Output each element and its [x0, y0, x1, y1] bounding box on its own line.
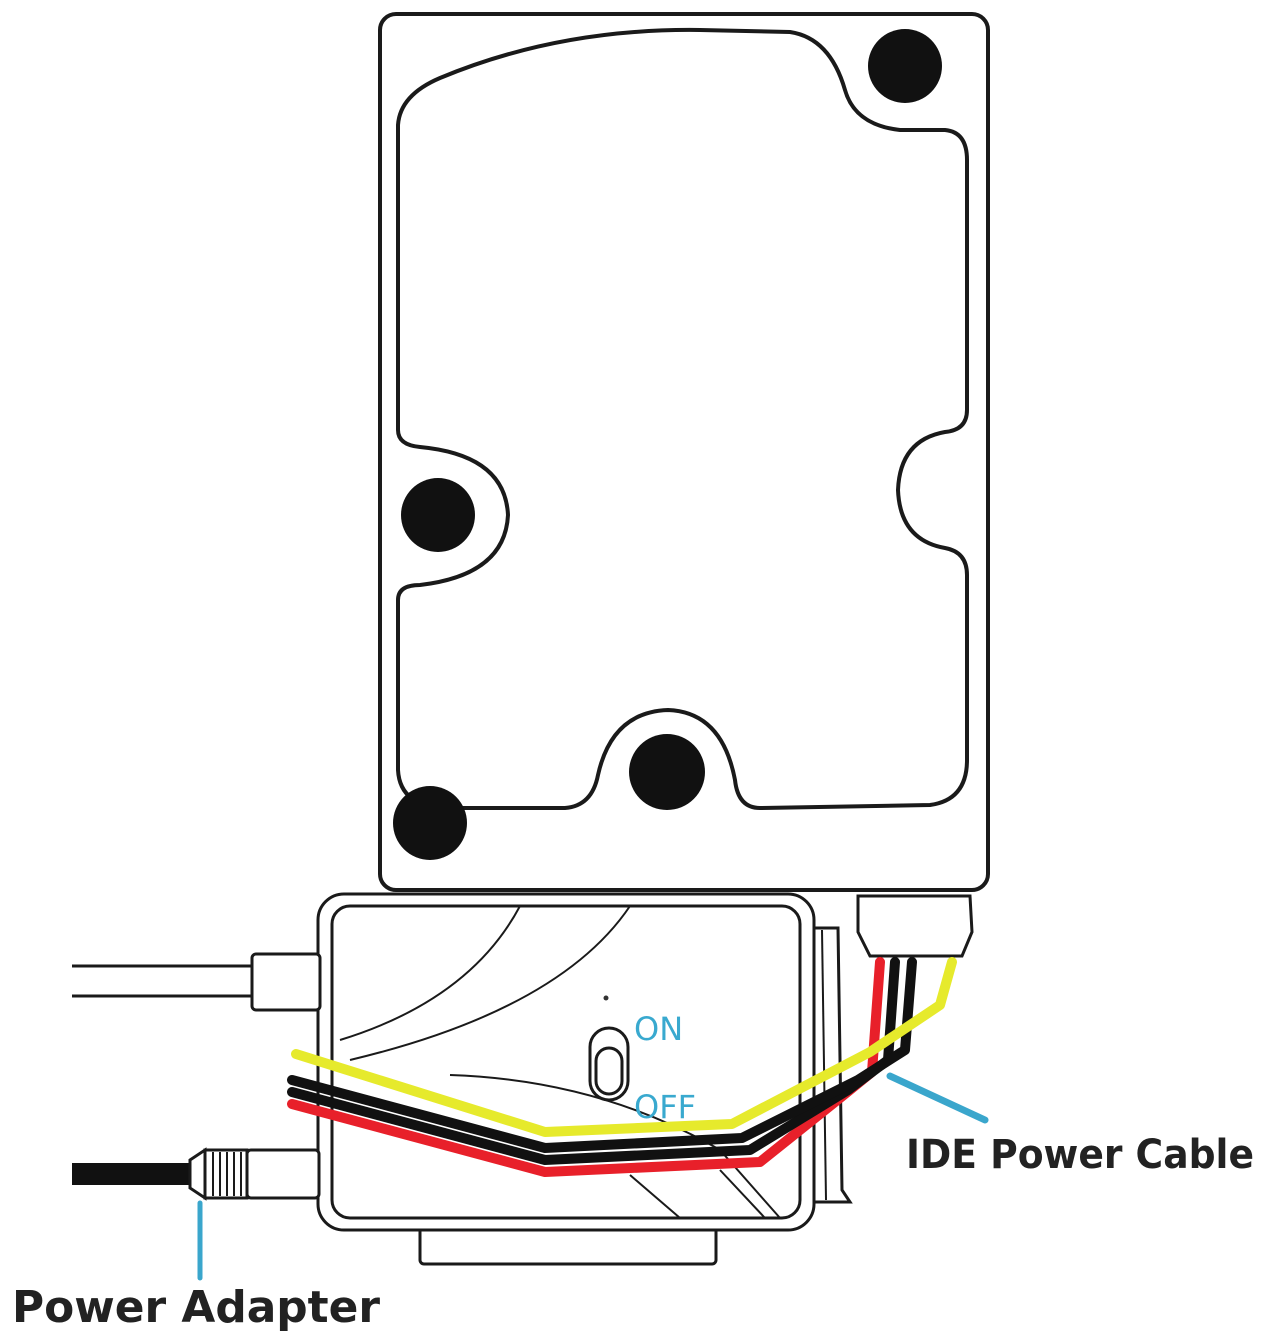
- adapter-side-rail: [808, 926, 853, 1204]
- power-toggle-switch: [588, 1026, 630, 1102]
- switch-off-label: OFF: [634, 1088, 696, 1126]
- ide-cable-callout-line: [886, 1072, 989, 1124]
- wire-black-2: [287, 957, 917, 1153]
- power-adapter-label: Power Adapter: [12, 1282, 380, 1333]
- ide-power-connector: [856, 894, 974, 958]
- mounting-holes: [393, 29, 942, 860]
- hard-drive-top-cover: [396, 27, 969, 810]
- hard-drive: [378, 12, 990, 892]
- usb-cable: [72, 952, 322, 1012]
- adapter-body-outer: [316, 892, 816, 1232]
- hard-drive-body: [378, 12, 990, 892]
- switch-knob: [594, 1046, 624, 1096]
- mounting-hole-bottom-left: [393, 786, 467, 860]
- mounting-hole-bottom-center: [629, 734, 705, 810]
- power-adapter-plug: [72, 1147, 321, 1201]
- wire-yellow: [291, 957, 957, 1137]
- ide-power-cable-label: IDE Power Cable: [906, 1132, 1254, 1178]
- switch-on-label: ON: [634, 1010, 683, 1048]
- power-adapter-cord: [72, 1163, 196, 1185]
- ide-power-cable: [287, 957, 957, 1177]
- mounting-hole-left: [401, 478, 475, 552]
- usb-plug: [250, 952, 322, 1012]
- adapter-unit: [316, 892, 853, 1266]
- mounting-hole-top-right: [868, 29, 942, 103]
- adapter-led: [603, 995, 609, 1001]
